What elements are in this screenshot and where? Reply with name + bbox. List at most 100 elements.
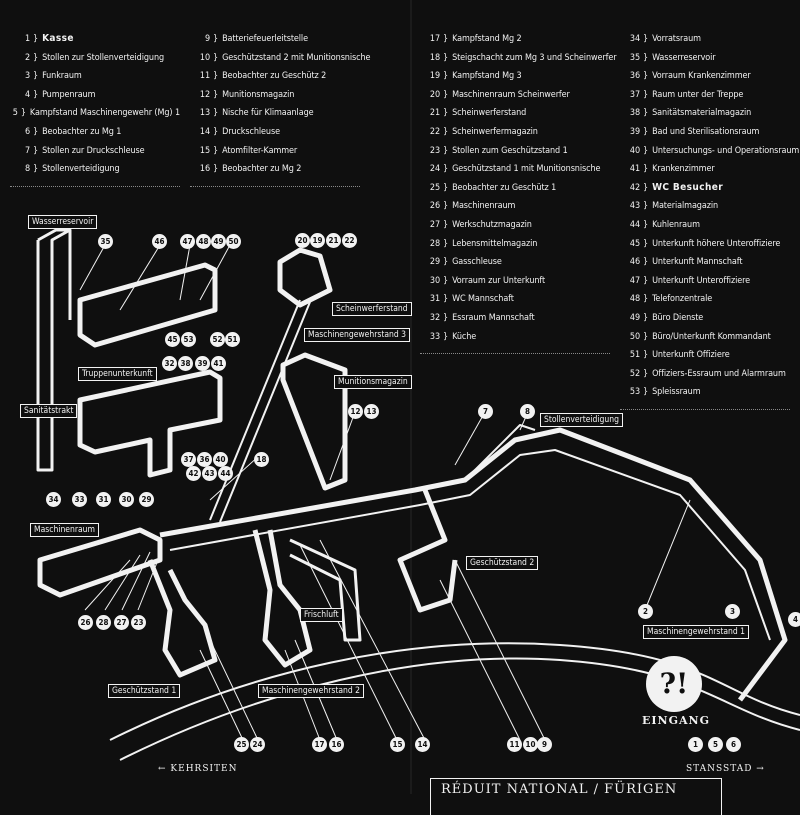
- legend-item: 1}Kasse: [10, 30, 180, 49]
- label-geschuetzstand2: Geschützstand 2: [466, 556, 539, 570]
- legend-separator: }: [643, 108, 649, 119]
- legend-separator: }: [443, 257, 449, 268]
- legend-separator: }: [643, 126, 649, 137]
- callout-31: 31: [96, 492, 111, 507]
- gun-emplacement-2: [397, 489, 458, 613]
- legend-item: 26}Maschinenraum: [420, 197, 620, 216]
- legend-label: Kampfstand Maschinengewehr (Mg) 1: [29, 108, 180, 119]
- callout-43: 43: [202, 466, 217, 481]
- legend-label: Beobachter zu Mg 1: [42, 126, 122, 137]
- callout-42: 42: [186, 466, 201, 481]
- legend-separator: }: [443, 164, 449, 175]
- legend-item: 48}Telefonzentrale: [620, 290, 800, 309]
- legend-label: Materialmagazin: [652, 201, 719, 212]
- legend-separator: }: [443, 89, 449, 100]
- legend-item: 25}Beobachter zu Geschütz 1: [420, 179, 620, 198]
- callout-5: 5: [708, 737, 723, 752]
- callout-9: 9: [537, 737, 552, 752]
- legend-number: 30: [429, 275, 440, 286]
- legend-label: Raum unter der Treppe: [652, 89, 744, 100]
- legend-item: 31}WC Mannschaft: [420, 290, 620, 309]
- page-fold: [410, 0, 412, 794]
- legend-separator: }: [213, 145, 219, 156]
- legend-item: 36}Vorraum Krankenzimmer: [620, 67, 800, 86]
- legend-number: 24: [429, 164, 440, 175]
- legend-number: 8: [24, 164, 30, 175]
- legend-label: Beobachter zu Mg 2: [222, 164, 302, 175]
- legend-separator: }: [213, 108, 219, 119]
- callout-47: 47: [180, 234, 195, 249]
- legend-separator: }: [443, 145, 449, 156]
- legend-separator: }: [643, 182, 649, 193]
- legend-number: 9: [204, 34, 210, 44]
- legend-label: Stollen zum Geschützstand 1: [452, 145, 568, 156]
- legend-number: 40: [629, 145, 640, 156]
- callout-35: 35: [98, 234, 113, 249]
- callout-20: 20: [295, 233, 310, 248]
- legend-number: 53: [629, 387, 640, 398]
- direction-right-label: Stansstad →: [686, 764, 765, 774]
- legend-number: 12: [199, 89, 210, 100]
- legend-label: Munitionsmagazin: [222, 89, 295, 100]
- troop-quarters: [77, 369, 223, 478]
- legend-item: 29}Gasschleuse: [420, 253, 620, 272]
- callout-23: 23: [131, 615, 146, 630]
- legend-item: 15}Atomfilter-Kammer: [190, 142, 400, 161]
- callout-29: 29: [139, 492, 154, 507]
- legend-label: Stollen zur Stollenverteidigung: [42, 52, 165, 63]
- legend-divider: [420, 353, 610, 355]
- callout-44: 44: [218, 466, 233, 481]
- legend-number: 33: [429, 331, 440, 342]
- legend-number: 39: [629, 126, 640, 137]
- callout-52: 52: [210, 332, 225, 347]
- legend-separator: }: [443, 182, 449, 193]
- legend-number: 16: [199, 164, 210, 175]
- legend-item: 32}Essraum Mannschaft: [420, 309, 620, 328]
- legend-separator: }: [33, 164, 39, 175]
- legend-item: 17}Kampfstand Mg 2: [420, 30, 620, 49]
- legend-item: 39}Bad und Sterilisationsraum: [620, 123, 800, 142]
- engine-room: [37, 527, 163, 598]
- legend-label: Batteriefeuerleitstelle: [222, 34, 308, 44]
- legend-label: Büro Dienste: [652, 312, 704, 323]
- legend-label: Wasserreservoir: [652, 52, 716, 63]
- legend-item: 50}Büro/Unterkunft Kommandant: [620, 328, 800, 347]
- legend-number: 48: [629, 294, 640, 305]
- label-mg2: Maschinengewehrstand 2: [258, 684, 365, 698]
- callout-36: 36: [197, 452, 212, 467]
- legend-separator: }: [33, 145, 39, 156]
- legend-number: 5: [12, 108, 18, 119]
- legend-separator: }: [643, 387, 649, 398]
- legend-separator: }: [213, 126, 219, 137]
- legend-number: 47: [629, 275, 640, 286]
- callout-3: 3: [725, 604, 740, 619]
- legend-label: Bad und Sterilisationsraum: [652, 126, 760, 137]
- callout-33: 33: [72, 492, 87, 507]
- legend-number: 10: [199, 52, 210, 63]
- legend-label: Vorraum zur Unterkunft: [452, 275, 546, 286]
- legend-label: Nische für Klimaanlage: [222, 108, 314, 119]
- legend-number: 45: [629, 238, 640, 249]
- legend-label: Unterkunft höhere Unteroffiziere: [652, 238, 781, 249]
- callout-8: 8: [520, 404, 535, 419]
- legend-separator: }: [20, 108, 26, 119]
- main-gallery: [159, 427, 788, 702]
- wasserreservoir-outline: [36, 228, 72, 472]
- legend-number: 3: [24, 71, 30, 82]
- legend-label: Untersuchungs- und Operationsraum: [652, 145, 800, 156]
- callout-32: 32: [162, 356, 177, 371]
- callout-40: 40: [213, 452, 228, 467]
- callout-2: 2: [638, 604, 653, 619]
- legend-number: 31: [429, 294, 440, 305]
- legend-number: 38: [629, 108, 640, 119]
- callout-30: 30: [119, 492, 134, 507]
- legend-label: Büro/Unterkunft Kommandant: [652, 331, 771, 342]
- legend-separator: }: [213, 34, 219, 44]
- legend-item: 42}WC Besucher: [620, 179, 800, 198]
- searchlight-stand: [277, 247, 333, 308]
- legend-number: 51: [629, 350, 640, 361]
- legend-separator: }: [33, 126, 39, 137]
